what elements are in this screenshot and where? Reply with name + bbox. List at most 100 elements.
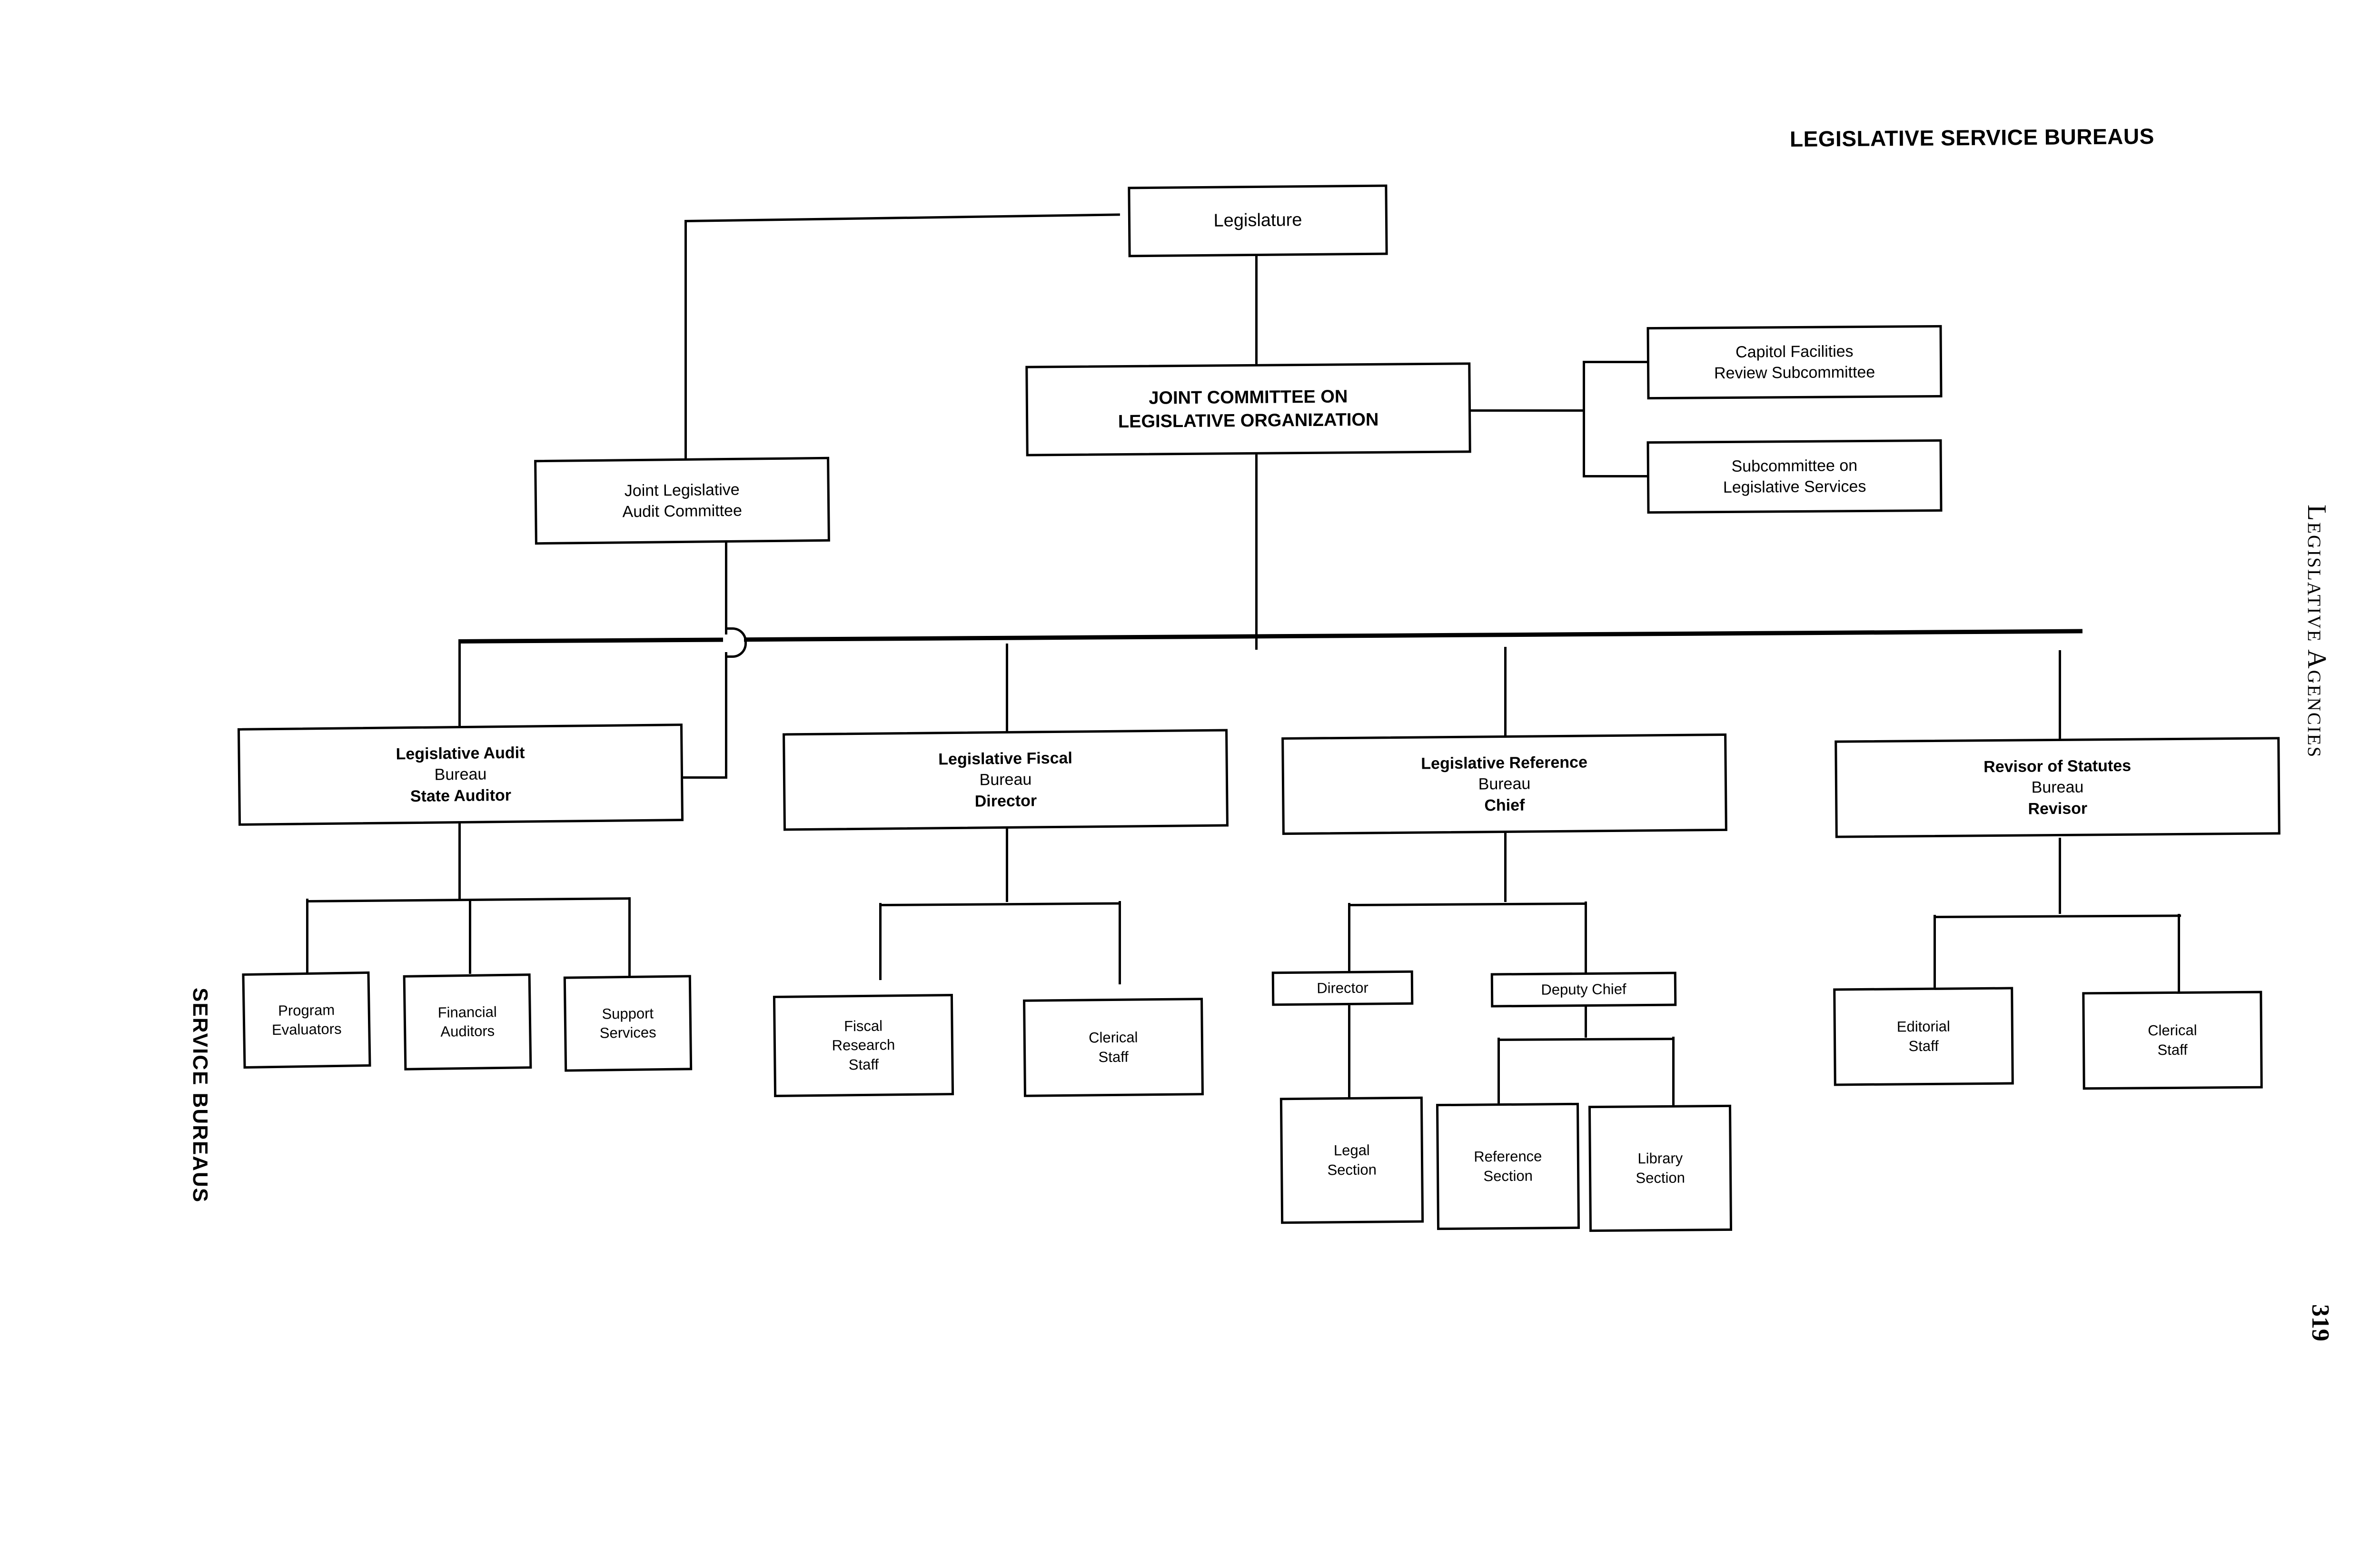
node-fiscal-research-staff-line-2: Staff [848, 1056, 879, 1073]
node-revisor-bureau-line-2: Revisor [2028, 799, 2088, 818]
node-reference-bureau-line-0: Legislative Reference [1421, 753, 1588, 773]
node-revisor-clerical-staff-line-1: Staff [2157, 1041, 2188, 1058]
edge-bus-to-fiscal-bureau [1006, 644, 1008, 734]
edge-bus-to-reference-bureau [1504, 647, 1507, 738]
edge-to-fiscal-clerical-staff [1119, 901, 1121, 984]
node-legislature[interactable]: Legislature [1128, 184, 1388, 258]
node-deputy-chief[interactable]: Deputy Chief [1490, 971, 1677, 1008]
node-legal-section-line-1: Section [1327, 1161, 1377, 1178]
node-legislative-audit-bureau[interactable]: Legislative Audit Bureau State Auditor [237, 723, 684, 826]
node-financial-auditors-line-0: Financial [437, 1003, 497, 1021]
node-support-services-line-0: Support [602, 1005, 654, 1022]
edge-revisor-bureau-down [2059, 838, 2061, 914]
edge-revisor-bureau-children-bus [1933, 914, 2182, 918]
edge-to-reference-director [1348, 903, 1350, 973]
edge-legislature-to-audit-committee-horizontal [684, 213, 1120, 222]
node-capitol-facilities-review-subcommittee[interactable]: Capitol Facilities Review Subcommittee [1646, 325, 1943, 400]
node-library-section-line-0: Library [1637, 1150, 1683, 1167]
node-deputy-chief-line-0: Deputy Chief [1541, 981, 1626, 998]
node-reference-section-line-0: Reference [1474, 1148, 1542, 1165]
node-legislative-services-line-0: Subcommittee on [1731, 456, 1858, 476]
node-library-section-line-1: Section [1636, 1169, 1685, 1186]
node-editorial-staff-line-0: Editorial [1896, 1018, 1950, 1035]
node-financial-auditors-line-1: Auditors [440, 1022, 495, 1040]
node-legal-section[interactable]: Legal Section [1279, 1096, 1424, 1224]
main-distribution-bus [458, 629, 2082, 644]
node-program-evaluators[interactable]: Program Evaluators [242, 971, 371, 1069]
node-editorial-staff[interactable]: Editorial Staff [1833, 987, 2014, 1086]
node-revisor-clerical-staff-line-0: Clerical [2148, 1021, 2197, 1039]
node-joint-legislative-audit-committee[interactable]: Joint Legislative Audit Committee [534, 456, 830, 545]
edge-joint-committee-to-main-bus [1255, 452, 1258, 650]
node-fiscal-bureau-line-0: Legislative Fiscal [938, 749, 1073, 769]
line-hop-arc [725, 627, 747, 658]
edge-to-revisor-clerical-staff [2178, 914, 2180, 993]
page-title: LEGISLATIVE SERVICE BUREAUS [1789, 123, 2154, 151]
node-reference-bureau-line-2: Chief [1484, 796, 1525, 814]
section-label-service-bureaus: SERVICE BUREAUS [188, 988, 212, 1203]
node-fiscal-bureau-line-2: Director [974, 791, 1037, 811]
node-capitol-facilities-line-0: Capitol Facilities [1735, 342, 1854, 361]
section-label-legislative-agencies: Legislative Agencies [2302, 505, 2331, 759]
node-support-services[interactable]: Support Services [563, 975, 693, 1072]
edge-bus-to-audit-bureau [458, 640, 461, 729]
node-audit-bureau-line-0: Legislative Audit [396, 743, 525, 763]
node-joint-committee-line-1: LEGISLATIVE ORGANIZATION [1118, 409, 1379, 432]
node-fiscal-clerical-staff-line-1: Staff [1098, 1048, 1129, 1065]
node-fiscal-research-staff[interactable]: Fiscal Research Staff [773, 994, 954, 1097]
node-library-section[interactable]: Library Section [1588, 1104, 1733, 1232]
node-editorial-staff-line-1: Staff [1908, 1037, 1939, 1054]
node-support-services-line-1: Services [599, 1024, 656, 1041]
edge-fiscal-bureau-down [1006, 828, 1008, 902]
node-program-evaluators-line-0: Program [278, 1001, 335, 1019]
edge-reference-bureau-children-bus [1348, 902, 1587, 906]
node-fiscal-clerical-staff[interactable]: Clerical Staff [1023, 998, 1204, 1097]
edge-bus-to-revisor-bureau [2059, 650, 2061, 743]
edge-to-deputy-chief [1585, 902, 1587, 974]
node-joint-committee-on-legislative-organization[interactable]: JOINT COMMITTEE ON LEGISLATIVE ORGANIZAT… [1025, 362, 1471, 456]
node-revisor-of-statutes-bureau[interactable]: Revisor of Statutes Bureau Revisor [1835, 737, 2281, 838]
node-reference-director[interactable]: Director [1271, 970, 1414, 1006]
node-legislative-services-line-1: Legislative Services [1723, 477, 1866, 497]
node-fiscal-bureau-line-1: Bureau [979, 770, 1032, 789]
edge-legislature-to-audit-committee-vertical [684, 220, 687, 466]
edge-reference-bureau-down [1504, 833, 1507, 902]
page-number: 319 [2307, 1304, 2334, 1341]
edge-audit-bureau-children-bus [306, 897, 630, 902]
node-legislative-fiscal-bureau[interactable]: Legislative Fiscal Bureau Director [783, 729, 1229, 831]
node-legislative-reference-bureau[interactable]: Legislative Reference Bureau Chief [1281, 733, 1727, 835]
node-fiscal-clerical-staff-line-0: Clerical [1088, 1029, 1138, 1046]
edge-legislature-to-joint-committee [1255, 255, 1258, 367]
node-fiscal-research-staff-line-0: Fiscal [843, 1017, 883, 1035]
edge-to-support-services [628, 897, 631, 976]
edge-audit-committee-into-audit-bureau [681, 776, 727, 779]
edge-to-editorial-staff [1934, 915, 1936, 990]
node-capitol-facilities-line-1: Review Subcommittee [1714, 363, 1875, 383]
node-joint-audit-committee-line-0: Joint Legislative [624, 480, 740, 500]
node-audit-bureau-line-2: State Auditor [410, 786, 512, 805]
edge-to-reference-section [1497, 1038, 1500, 1104]
edge-deputy-chief-children-bus [1497, 1038, 1674, 1041]
edge-deputy-chief-down [1585, 1004, 1587, 1038]
edge-subcommittee-bus-vertical [1583, 361, 1585, 477]
node-reference-director-line-0: Director [1317, 979, 1368, 997]
node-revisor-bureau-line-0: Revisor of Statutes [1983, 757, 2132, 776]
node-fiscal-research-staff-line-1: Research [832, 1036, 895, 1054]
edge-to-financial-auditors [469, 900, 471, 974]
node-reference-section[interactable]: Reference Section [1436, 1102, 1580, 1230]
node-revisor-clerical-staff[interactable]: Clerical Staff [2082, 991, 2263, 1090]
node-reference-bureau-line-1: Bureau [1478, 774, 1531, 793]
node-revisor-bureau-line-1: Bureau [2031, 778, 2084, 797]
edge-joint-committee-to-subcommittees-stub [1468, 409, 1585, 412]
node-legal-section-line-0: Legal [1333, 1141, 1370, 1159]
edge-director-to-legal-section [1348, 1005, 1350, 1100]
node-subcommittee-on-legislative-services[interactable]: Subcommittee on Legislative Services [1646, 439, 1943, 514]
node-audit-bureau-line-1: Bureau [434, 765, 487, 784]
node-reference-section-line-1: Section [1483, 1167, 1533, 1184]
edge-fiscal-bureau-children-bus [879, 902, 1121, 906]
edge-audit-bureau-down [458, 823, 461, 900]
edge-to-legislative-services [1583, 475, 1649, 477]
node-financial-auditors[interactable]: Financial Auditors [403, 973, 532, 1070]
edge-to-library-section [1672, 1037, 1675, 1106]
